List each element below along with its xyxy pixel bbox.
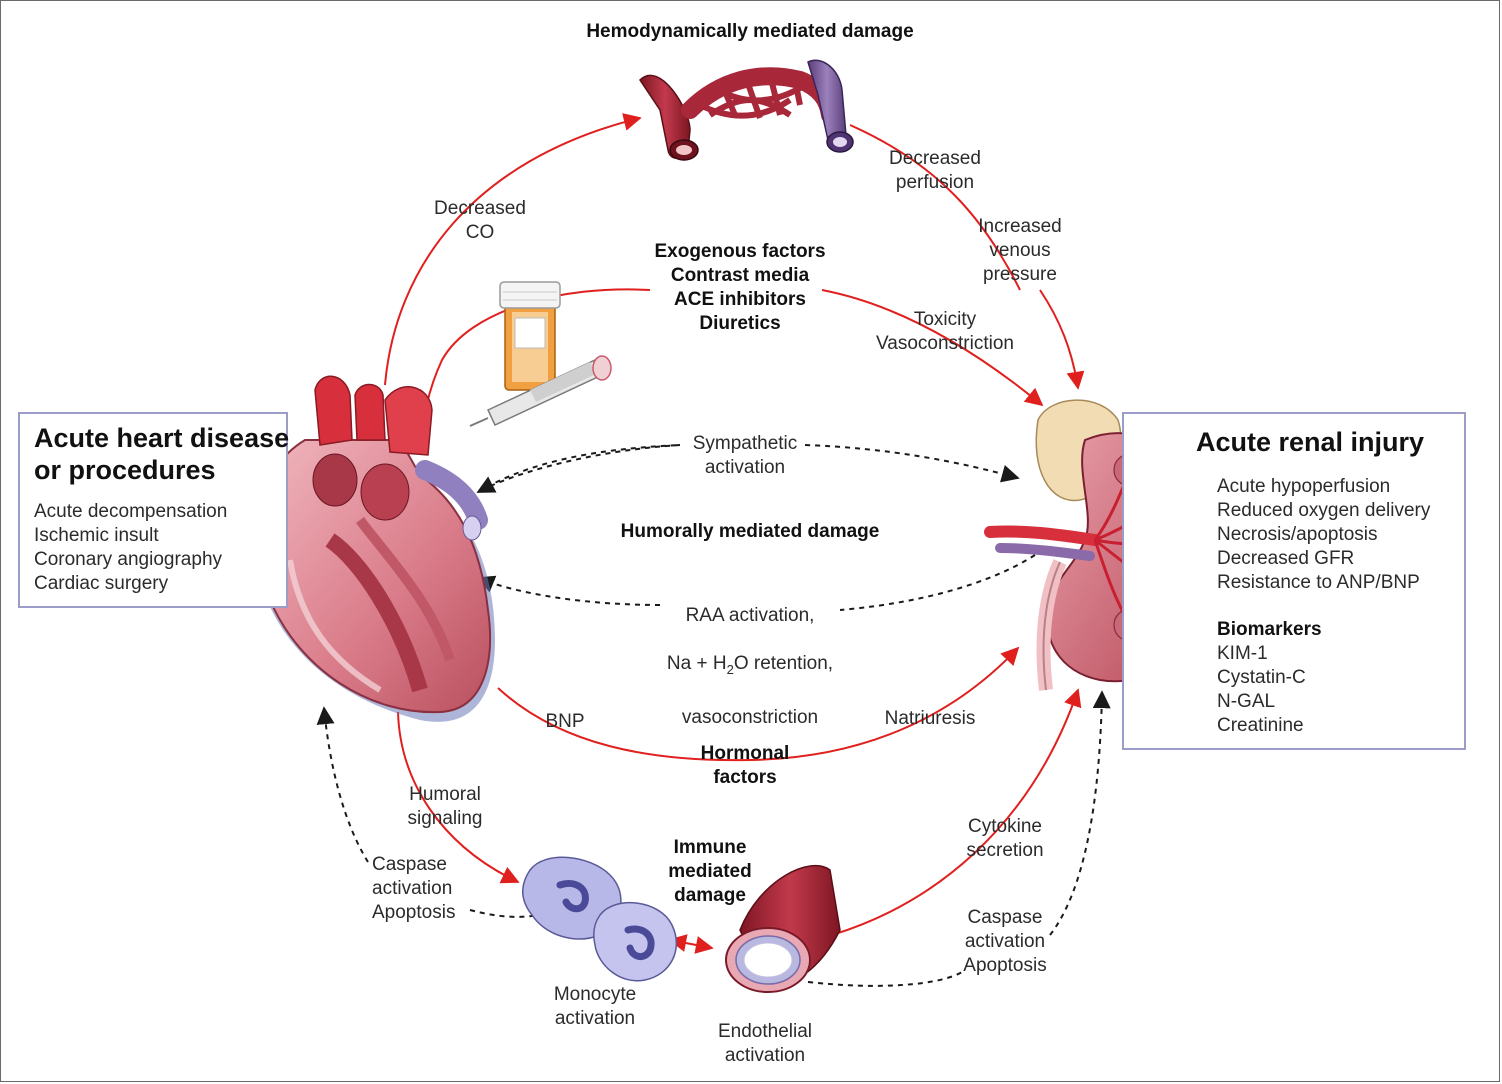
- raa-line-1: RAA activation,: [685, 605, 815, 626]
- list-item: Cystatin-C: [1217, 667, 1306, 688]
- arrow-exogenous-right: [821, 289, 1044, 407]
- acute-renal-injury-box: [1122, 412, 1466, 750]
- arrow-sympathetic: [477, 444, 1018, 492]
- top-title: Hemodynamically mediated damage: [586, 21, 914, 42]
- list-item: Acute decompensation: [34, 501, 228, 522]
- arrow-cytokine: [831, 688, 1082, 936]
- acute-heart-disease-list: Acute decompensation Ischemic insult Cor…: [34, 500, 284, 596]
- list-item: Coronary angiography: [34, 549, 223, 570]
- hormonal-factors-label: Hormonal factors: [700, 743, 790, 788]
- list-item: Resistance to ANP/BNP: [1217, 572, 1420, 593]
- increased-venous-pressure-label: Increased venous pressure: [978, 216, 1062, 285]
- list-item: Creatinine: [1217, 715, 1304, 736]
- raa-line-3: vasoconstriction: [681, 706, 819, 728]
- dashed-arrows: [324, 444, 1102, 987]
- medicine-bottle-icon: [499, 281, 561, 391]
- natriuresis-label: Natriuresis: [884, 708, 976, 729]
- arrow-sympathetic-start: [476, 444, 681, 493]
- humoral-signaling-label: Humoral signaling: [407, 784, 483, 829]
- exogenous-factors-label: Exogenous factors Contrast media ACE inh…: [654, 241, 826, 334]
- arrow-humoral-signaling: [397, 711, 520, 884]
- acute-renal-injury-list: Acute hypoperfusion Reduced oxygen deliv…: [1217, 475, 1462, 595]
- syringe-icon: [469, 355, 612, 427]
- monocyte-cells-icon: [522, 856, 677, 982]
- acute-heart-disease-title: Acute heart disease or procedures: [34, 423, 290, 485]
- cytokine-label: Cytokine secretion: [966, 816, 1044, 861]
- sympathetic-label: Sympathetic activation: [692, 433, 798, 478]
- list-item: KIM-1: [1217, 643, 1268, 664]
- humorally-mediated-label: Humorally mediated damage: [620, 521, 880, 542]
- arrow-venous-pressure: [1039, 289, 1085, 390]
- raa-line-2-post: O retention,: [733, 653, 834, 674]
- biomarkers-title: Biomarkers: [1217, 619, 1322, 640]
- monocyte-label: Monocyte activation: [553, 984, 637, 1029]
- arrow-caspase-right: [807, 692, 1102, 987]
- decreased-co-label: Decreased CO: [434, 198, 526, 243]
- caspase-right-label: Caspase activation Apoptosis: [963, 907, 1047, 976]
- endothelial-vessel-icon: [725, 865, 841, 993]
- endothelial-label: Endothelial activation: [717, 1021, 813, 1066]
- list-item: Cardiac surgery: [34, 573, 169, 594]
- arrow-raa: [478, 554, 1036, 611]
- arrow-decreased-co: [384, 113, 642, 386]
- caspase-left-label: Caspase activation Apoptosis: [372, 854, 456, 923]
- arrow-bnp-natriuresis: [497, 646, 1020, 762]
- list-item: Ischemic insult: [34, 525, 159, 546]
- decreased-perfusion-label: Decreased perfusion: [889, 148, 981, 193]
- list-item: Reduced oxygen delivery: [1217, 500, 1431, 521]
- arrow-decreased-perfusion: [849, 124, 1021, 291]
- raa-line-2-sub: 2: [726, 661, 734, 677]
- raa-line-2: Na + H2O retention,: [630, 652, 870, 682]
- toxicity-label: Toxicity Vasoconstriction: [876, 309, 1014, 354]
- list-item: Decreased GFR: [1217, 548, 1355, 569]
- immune-mediated-label: Immune mediated damage: [668, 837, 752, 906]
- raa-label: RAA activation, Na + H2O retention, vaso…: [630, 580, 870, 754]
- biomarkers-list: KIM-1 Cystatin-C N-GAL Creatinine: [1217, 642, 1417, 738]
- heart-illustration: [249, 375, 495, 722]
- acute-heart-disease-box: [18, 412, 288, 608]
- bnp-label: BNP: [545, 711, 585, 732]
- list-item: Necrosis/apoptosis: [1217, 524, 1378, 545]
- list-item: N-GAL: [1217, 691, 1276, 712]
- arrow-caspase-left: [324, 708, 541, 918]
- raa-line-2-pre: Na + H: [666, 653, 727, 674]
- acute-renal-injury-title: Acute renal injury: [1196, 427, 1425, 457]
- blood-vessel-illustration: [639, 59, 854, 161]
- list-item: Acute hypoperfusion: [1217, 476, 1391, 497]
